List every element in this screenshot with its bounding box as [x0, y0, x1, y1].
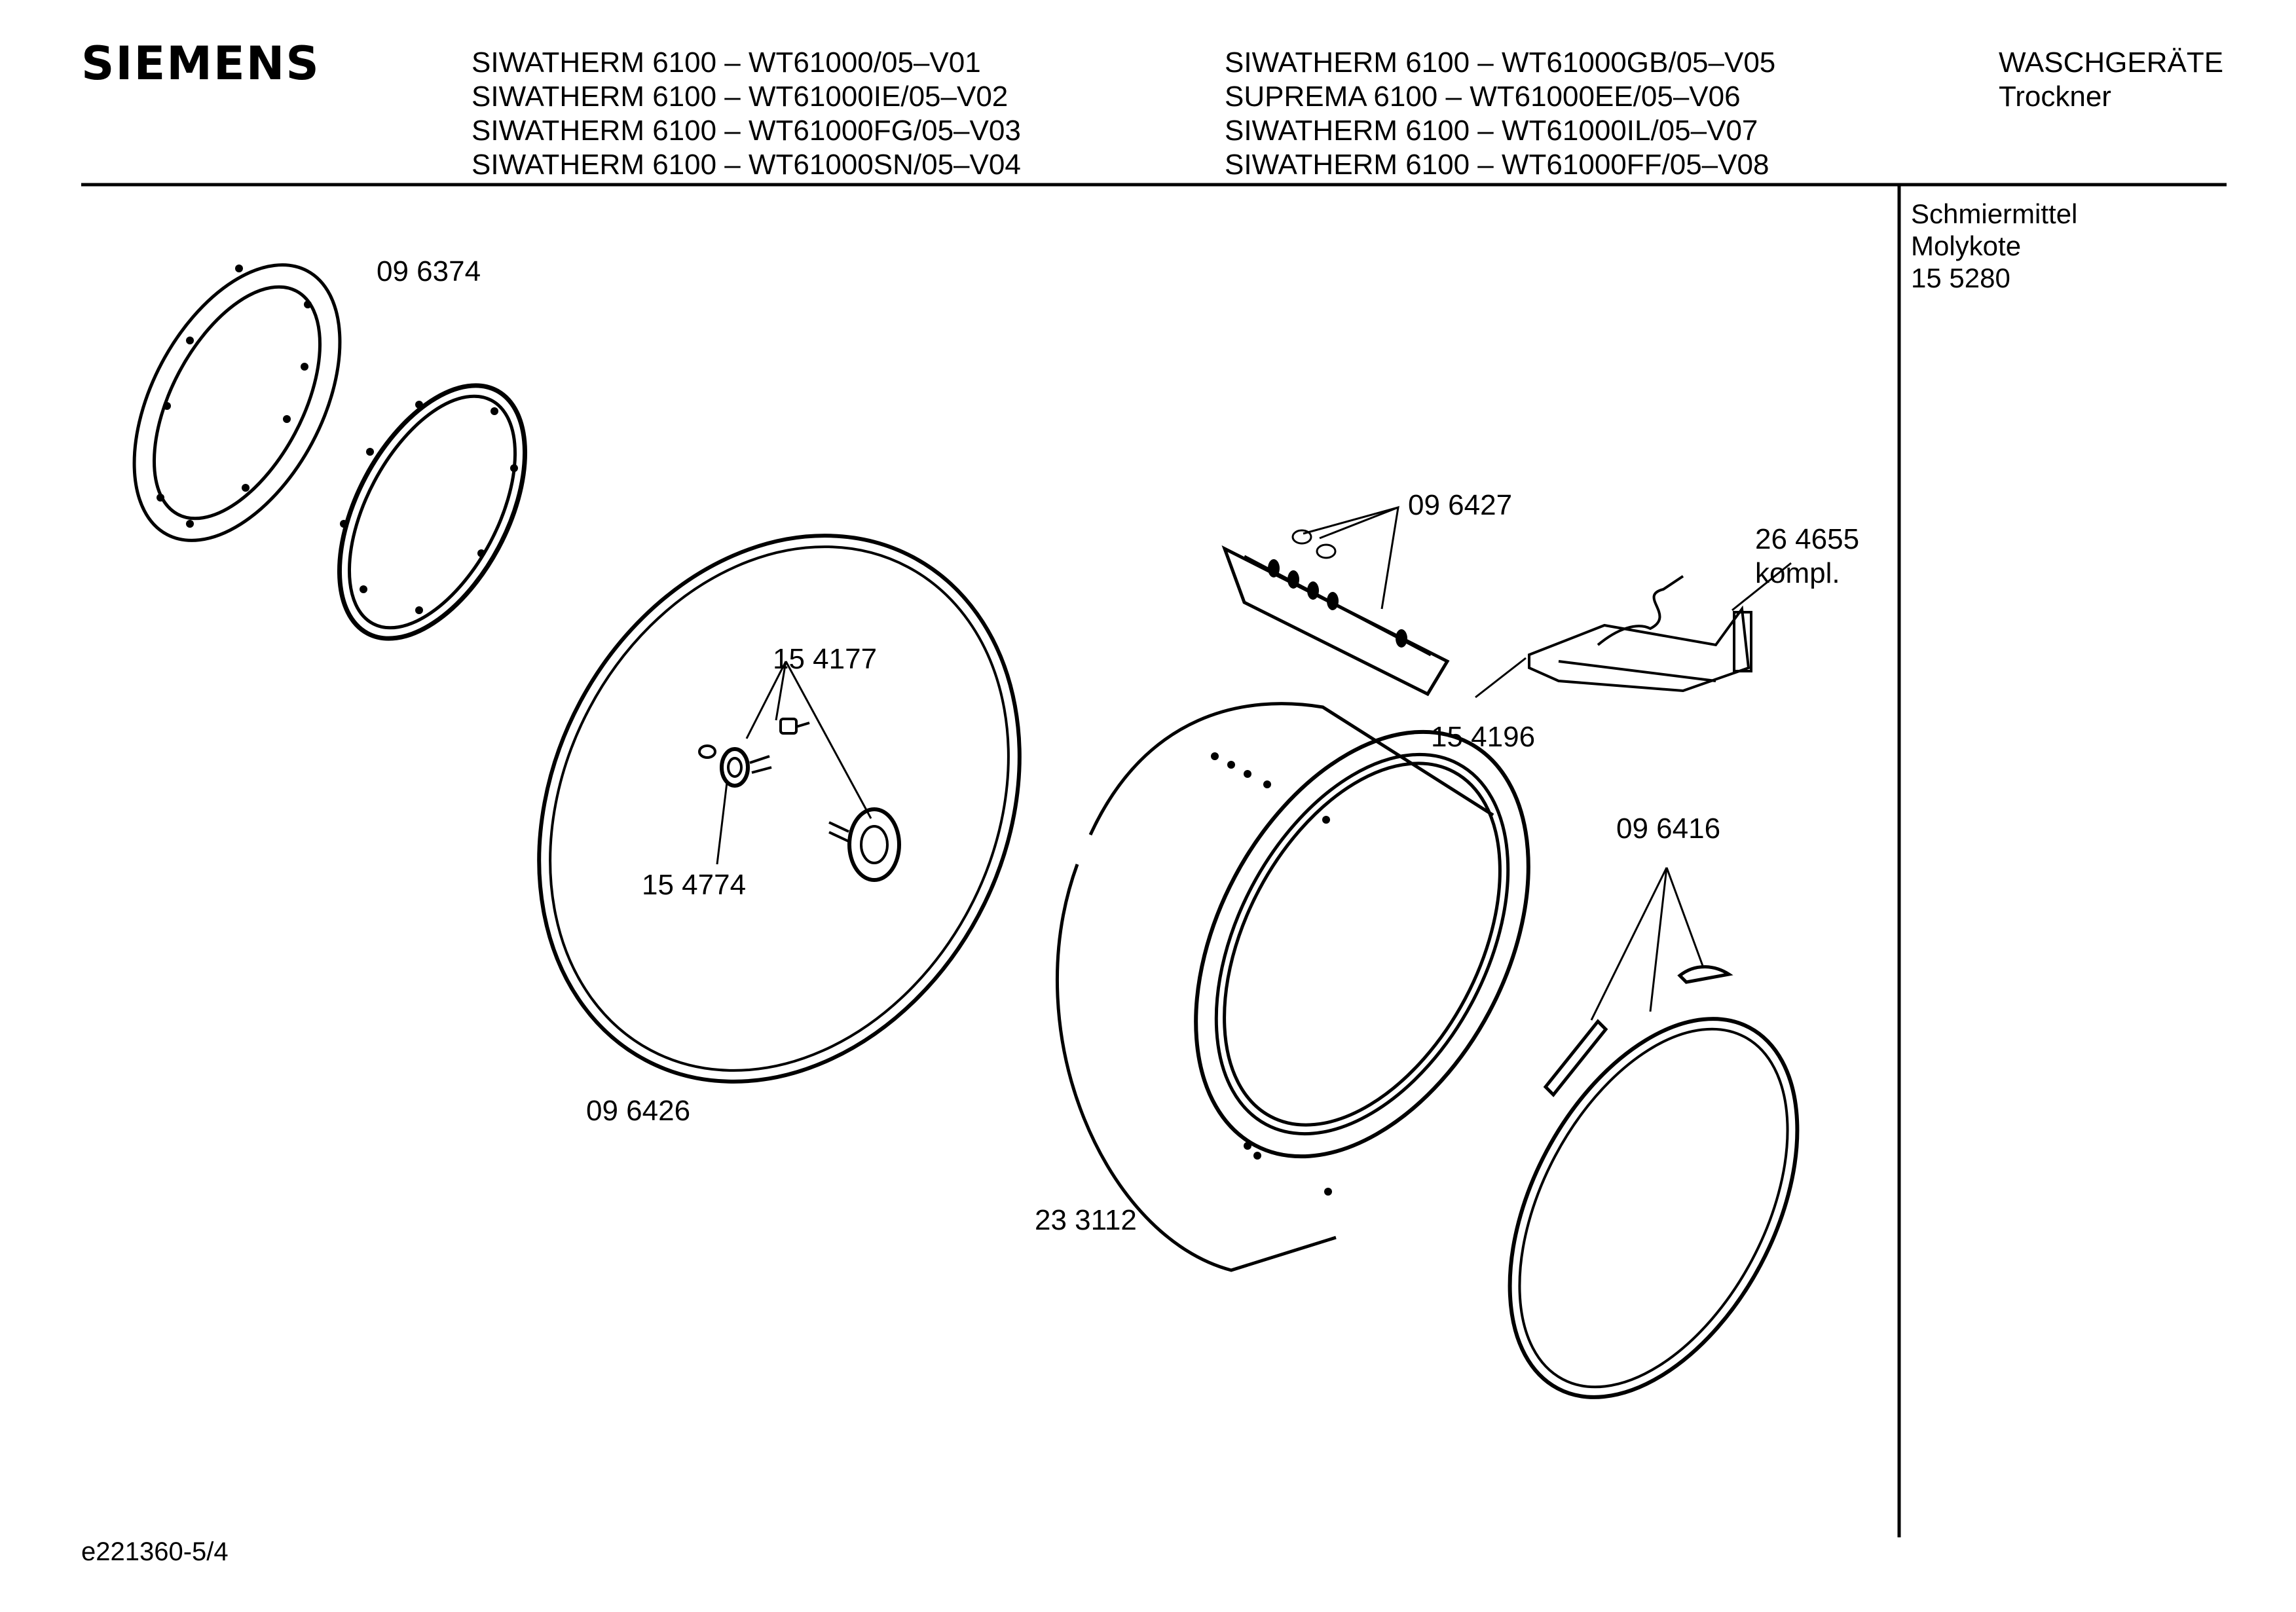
drum [1056, 702, 1530, 1272]
model-line: SIWATHERM 6100 – WT61000IL/05–V07 [1225, 115, 1758, 147]
lifter-set [1508, 965, 1800, 1399]
sensor-holder [1221, 529, 1450, 697]
callout-cable-harness-number: 26 4655 [1755, 523, 1860, 555]
lubricant-name: Molykote [1911, 230, 2022, 261]
callout-cable-harness: 26 4655 kompl. [1755, 522, 1859, 591]
cable-harness [1528, 575, 1752, 693]
callout-bearing-nut: 15 4774 [642, 869, 747, 901]
category-subtitle: Trockner [1999, 81, 2111, 113]
lubricant-label: Schmiermittel [1911, 198, 2078, 229]
model-line: SIWATHERM 6100 – WT61000FG/05–V03 [472, 115, 1021, 147]
model-line: SIWATHERM 6100 – WT61000SN/05–V04 [472, 149, 1021, 181]
model-list-left: SIWATHERM 6100 – WT61000/05–V01 SIWATHER… [472, 46, 1021, 182]
callout-lifter-set: 09 6416 [1616, 813, 1721, 845]
model-line: SUPREMA 6100 – WT61000EE/05–V06 [1225, 81, 1741, 113]
callout-rear-drum-seal: 09 6426 [586, 1095, 691, 1127]
model-line: SIWATHERM 6100 – WT61000GB/05–V05 [1225, 46, 1776, 79]
callout-drum: 23 3112 [1035, 1204, 1137, 1236]
front-seal-rings [132, 263, 528, 641]
bearing-parts [698, 718, 901, 882]
model-line: SIWATHERM 6100 – WT61000IE/05–V02 [472, 81, 1009, 113]
callout-bearing-kit: 15 4177 [773, 643, 878, 675]
category-title: WASCHGERÄTE [1999, 46, 2224, 79]
callout-cable-harness-note: kompl. [1755, 557, 1840, 589]
leader-lines [716, 505, 1792, 1021]
lubricant-note: Schmiermittel Molykote 15 5280 [1911, 198, 2077, 294]
siemens-logo: SIEMENS [81, 37, 320, 90]
callout-front-seal-rings: 09 6374 [377, 255, 481, 287]
rear-drum-seal [537, 534, 1022, 1084]
model-line: SIWATHERM 6100 – WT61000/05–V01 [472, 46, 981, 79]
model-line: SIWATHERM 6100 – WT61000FF/05–V08 [1225, 149, 1769, 181]
callout-harness-part: 15 4196 [1431, 721, 1536, 753]
category-block: WASCHGERÄTE Trockner [1999, 46, 2223, 114]
drawing-id: e221360-5/4 [81, 1537, 229, 1566]
model-list-right: SIWATHERM 6100 – WT61000GB/05–V05 SUPREM… [1225, 46, 1775, 182]
lubricant-part-number: 15 5280 [1911, 263, 2010, 293]
callout-sensor-holder: 09 6427 [1408, 489, 1513, 521]
